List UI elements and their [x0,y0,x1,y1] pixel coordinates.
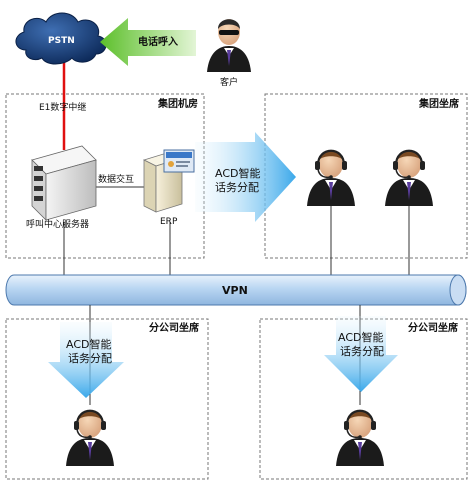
server-icon [31,145,97,221]
cloud-icon [15,12,107,65]
erp-label: ERP [160,217,178,227]
acd-right-label-line1: ACD智能 [338,331,384,344]
branch-right-label: 分公司坐席 [408,323,458,334]
acd-right-arrow [324,316,398,392]
agent-headset-icon [305,148,357,208]
incoming-call-arrow [100,18,196,66]
acd-right-label-line2: 话务分配 [340,345,384,358]
data-center-label: 集团机房 [158,99,198,110]
call-center-server-label: 呼叫中心服务器 [26,220,90,230]
hq-agents-zone [264,93,468,259]
data-exchange-label: 数据交互 [98,175,135,185]
acd-left-arrow [48,322,124,398]
acd-left-label-line1: ACD智能 [66,338,112,351]
incoming-call-label: 电话呼入 [138,37,178,48]
acd-top-arrow [195,132,296,222]
vpn-pipe [5,274,467,306]
customer-person-icon [207,19,251,72]
customer-label: 客户 [220,78,239,88]
acd-top-label-line2: 话务分配 [215,181,259,194]
pstn-label: PSTN [48,36,75,46]
vpn-label: VPN [222,284,248,297]
agent-headset-icon [334,408,386,468]
acd-top-label-line1: ACD智能 [215,167,261,180]
erp-computer-icon [142,149,195,213]
hq-agents-label: 集团坐席 [419,99,459,110]
trunk-label: E1数字中继 [39,103,87,113]
branch-right-zone [259,318,468,480]
branch-left-zone [5,318,209,480]
agent-headset-icon [383,148,435,208]
acd-left-label-line2: 话务分配 [68,352,112,365]
agent-headset-icon [64,408,116,468]
branch-left-label: 分公司坐席 [149,323,199,334]
